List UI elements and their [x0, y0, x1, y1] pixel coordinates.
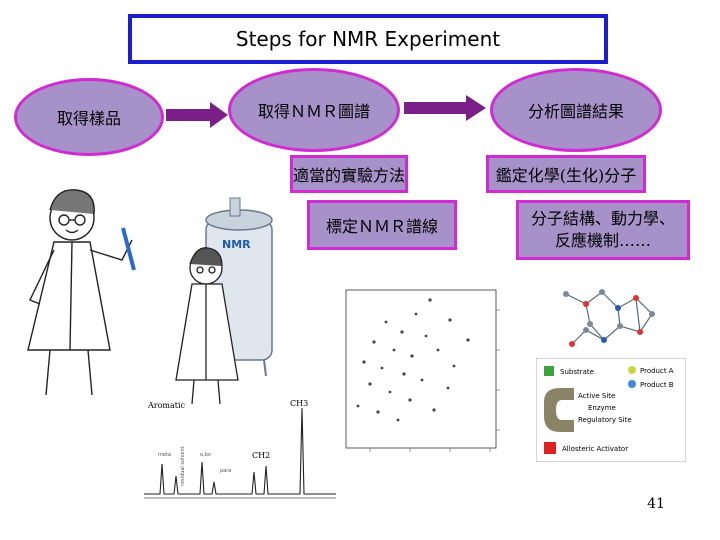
arrow-right-icon — [166, 102, 228, 128]
product-a-label: Product A — [640, 367, 674, 375]
residual-solvent-label: residual solvent — [180, 446, 186, 486]
substrate-label: Substrate — [560, 368, 594, 376]
aromatic-label: Aromatic — [147, 401, 186, 410]
enzyme-label: Enzyme — [588, 404, 616, 412]
protein-structure-illustration — [563, 289, 655, 347]
allosteric-activator-label: Allosteric Activator — [562, 445, 628, 453]
assign-box: 標定ＮＭＲ譜線 — [307, 200, 457, 250]
method-box: 適當的實驗方法 — [290, 155, 408, 193]
step-analyze-results: 分析圖譜結果 — [490, 68, 662, 152]
arrow-right-icon — [404, 95, 486, 121]
step-analyze-results-label: 分析圖譜結果 — [527, 102, 624, 121]
substrate-swatch-icon — [544, 366, 554, 376]
meta-label: meta — [158, 452, 171, 458]
page-number: 41 — [647, 496, 665, 512]
details-line2: 反應機制…… — [554, 231, 651, 250]
allosteric-swatch-icon — [544, 442, 556, 454]
step-obtain-sample-label: 取得樣品 — [56, 109, 121, 128]
ch2-label: CH2 — [252, 451, 270, 460]
enzyme-diagram: Substrate Product A Product B Active Sit… — [536, 358, 686, 462]
details-box: 分子結構、動力學、 反應機制…… — [516, 200, 690, 260]
spectrum-1d-illustration: Aromatic CH3 CH2 meta o,bo para residual… — [144, 399, 336, 499]
regulatory-site-label: Regulatory Site — [578, 416, 632, 424]
spectrum-2d-illustration — [345, 289, 500, 452]
step-obtain-spectrum: 取得ＮＭＲ圖譜 — [228, 68, 400, 152]
ortho-label: o,bo — [200, 452, 211, 458]
assign-label: 標定ＮＭＲ譜線 — [325, 217, 438, 236]
slide-title-text: Steps for NMR Experiment — [235, 27, 501, 51]
product-b-label: Product B — [640, 381, 674, 389]
step-obtain-sample: 取得樣品 — [14, 78, 164, 156]
ch3-label: CH3 — [290, 399, 308, 408]
product-a-swatch-icon — [628, 366, 636, 374]
identify-label: 鑑定化學(生化)分子 — [495, 166, 637, 185]
scientists-illustration: NMR — [27, 189, 273, 405]
product-b-swatch-icon — [628, 380, 636, 388]
method-label: 適當的實驗方法 — [293, 166, 406, 185]
details-line1: 分子結構、動力學、 — [530, 208, 675, 228]
para-label: para — [220, 468, 231, 474]
enzyme-shape-icon — [544, 388, 574, 432]
active-site-label: Active Site — [578, 392, 615, 400]
nmr-logo-text: NMR — [222, 238, 251, 251]
identify-box: 鑑定化學(生化)分子 — [486, 155, 646, 193]
step-obtain-spectrum-label: 取得ＮＭＲ圖譜 — [257, 102, 370, 121]
slide-title: Steps for NMR Experiment — [128, 14, 608, 64]
